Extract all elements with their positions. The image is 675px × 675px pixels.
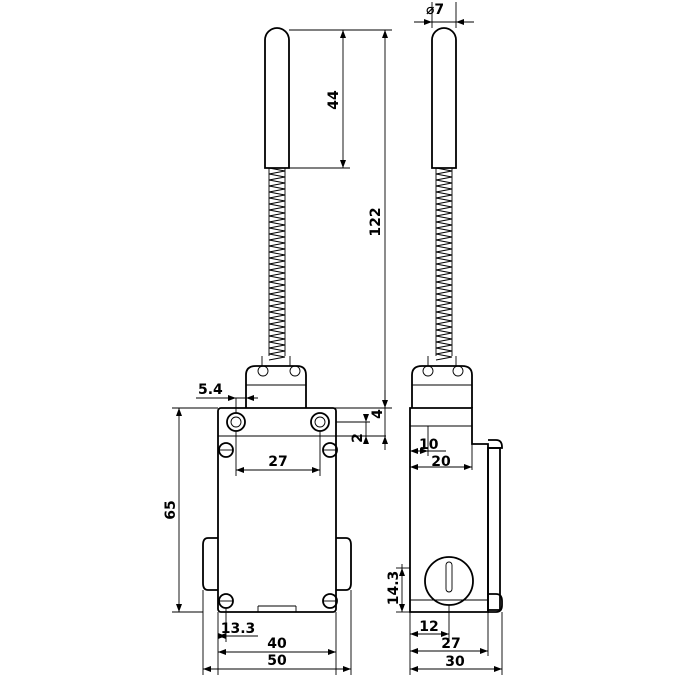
front-head xyxy=(245,365,307,408)
front-head-screw-left xyxy=(257,365,269,377)
spring-coil xyxy=(435,167,453,361)
front-head-screw-right xyxy=(289,365,301,377)
dim-side-offset-10: 10 xyxy=(419,437,439,453)
front-screw-bottom-left xyxy=(218,593,234,609)
front-spring xyxy=(268,167,286,361)
front-hole-top-right xyxy=(310,412,330,432)
front-view xyxy=(202,27,352,613)
front-body xyxy=(217,407,337,613)
dim-side-depth-30: 30 xyxy=(445,654,465,670)
dim-body-width: 50 xyxy=(267,653,287,669)
dimension-labels: ⌀7 44 122 5.4 4 2 27 65 13.3 40 50 10 20… xyxy=(163,2,465,670)
front-lug-right xyxy=(336,537,352,591)
front-hole-top-left xyxy=(226,412,246,432)
dim-side-width-27: 27 xyxy=(441,636,460,652)
side-view xyxy=(409,27,503,613)
side-adjust-knob xyxy=(424,556,474,606)
front-screw-mid-left xyxy=(218,442,234,458)
front-lug-left xyxy=(202,537,218,591)
front-screw-bottom-right xyxy=(322,593,338,609)
dim-mount-hole-offset: 5.4 xyxy=(198,382,223,398)
dim-hole-spacing-top: 27 xyxy=(268,454,287,470)
dim-total-height: 122 xyxy=(368,207,384,236)
front-rod-tip xyxy=(264,27,290,169)
side-spring xyxy=(435,167,453,361)
dim-side-height-14-3: 14.3 xyxy=(386,571,402,606)
dim-side-offset-12: 12 xyxy=(419,619,438,635)
dim-hole-edge-offset: 13.3 xyxy=(221,621,256,637)
front-screw-mid-right xyxy=(322,442,338,458)
dim-rod-tip-length: 44 xyxy=(326,90,342,110)
dim-slot-offset: 2 xyxy=(350,433,366,443)
dim-hole-spacing-bottom: 40 xyxy=(267,636,287,652)
side-mount-plate xyxy=(488,439,503,449)
side-rod-tip xyxy=(431,27,457,169)
spring-coil xyxy=(268,167,286,361)
dim-rod-diameter: ⌀7 xyxy=(426,2,444,18)
dimension-lines xyxy=(172,2,503,675)
dim-side-width-20: 20 xyxy=(431,454,451,470)
side-head xyxy=(411,365,473,408)
dim-body-height: 65 xyxy=(163,500,179,519)
dim-top-offset: 4 xyxy=(370,409,386,419)
